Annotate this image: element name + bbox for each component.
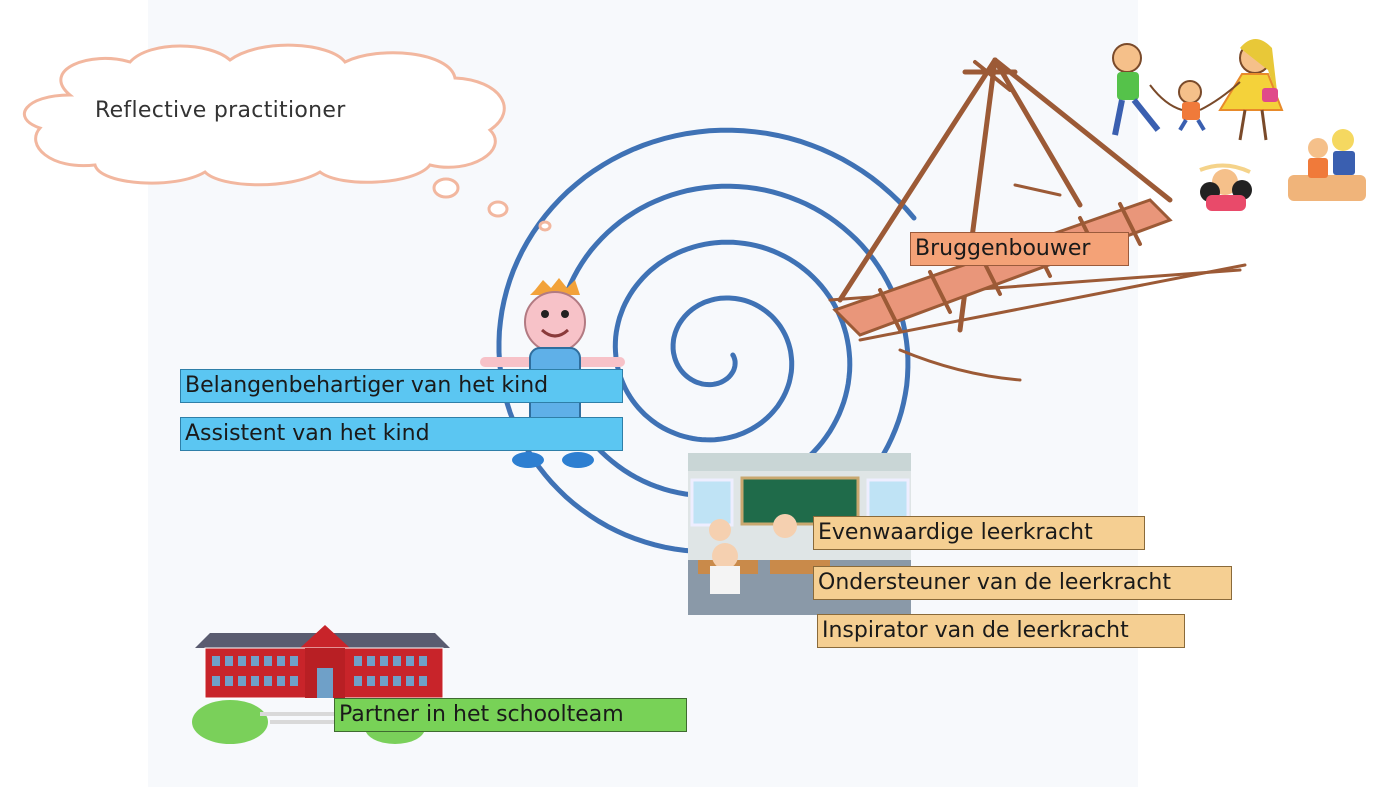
label-partner: Partner in het schoolteam bbox=[334, 698, 687, 732]
label-belangenbehartiger: Belangenbehartiger van het kind bbox=[180, 369, 623, 403]
family-icon bbox=[1112, 39, 1284, 141]
cloud-label: Reflective practitioner bbox=[95, 98, 346, 123]
label-assistent: Assistent van het kind bbox=[180, 417, 623, 451]
children-playing-icon bbox=[1199, 163, 1252, 211]
thought-cloud-icon bbox=[22, 43, 552, 232]
label-ondersteuner: Ondersteuner van de leerkracht bbox=[813, 566, 1232, 600]
parent-child-reading-icon bbox=[1288, 129, 1366, 201]
school-building-icon bbox=[192, 625, 450, 744]
label-inspirator: Inspirator van de leerkracht bbox=[817, 614, 1185, 648]
label-bruggenbouwer: Bruggenbouwer bbox=[910, 232, 1129, 266]
label-evenwaardige: Evenwaardige leerkracht bbox=[813, 516, 1145, 550]
